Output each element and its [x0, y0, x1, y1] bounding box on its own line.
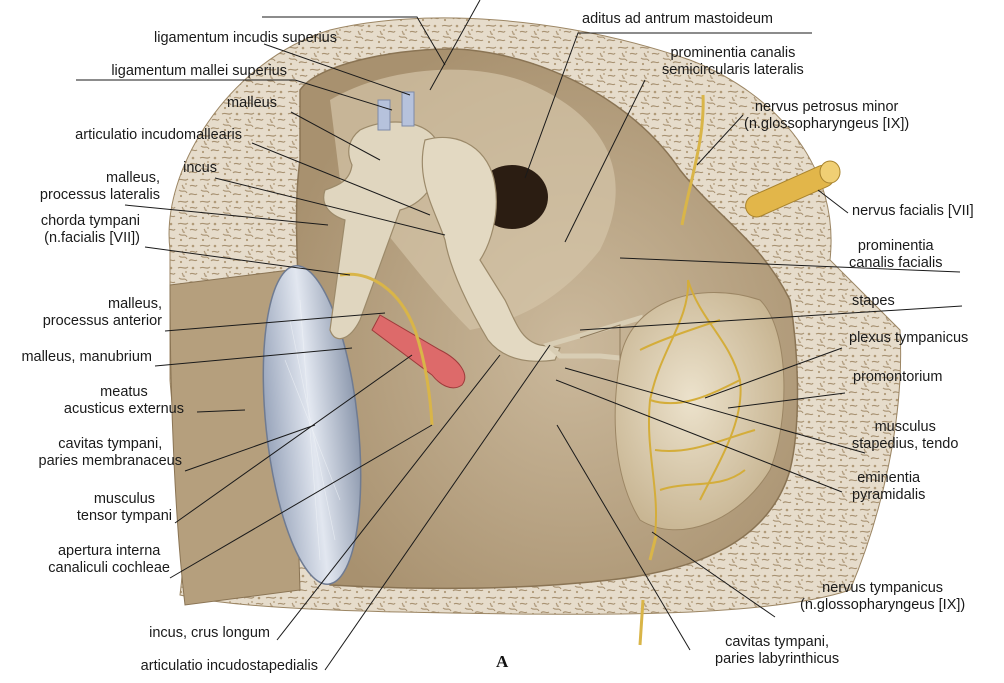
- label-line: paries labyrinthicus: [715, 651, 840, 667]
- label-line: malleus: [227, 95, 277, 111]
- label-prom-facialis: prominentia canalis facialis: [849, 238, 943, 272]
- plate-letter: A: [496, 652, 509, 671]
- label-line: malleus,: [108, 296, 162, 312]
- label-line: eminentia: [857, 470, 921, 486]
- label-line: (n.glossopharyngeus [IX]): [744, 116, 910, 132]
- chorda-tympani: [339, 272, 434, 426]
- label-line: promontorium: [853, 369, 943, 385]
- label-line: plexus tympanicus: [849, 330, 969, 346]
- label-line: pyramidalis: [852, 487, 926, 503]
- label-line: incus, crus longum: [149, 625, 270, 641]
- label-aditus: aditus ad antrum mastoideum: [582, 11, 773, 28]
- tensor-tympani: [371, 314, 466, 389]
- label-line: paries membranaceus: [38, 453, 182, 469]
- label-line: acusticus externus: [63, 401, 184, 417]
- label-artic-incudostap: articulatio incudostapedialis: [141, 658, 318, 675]
- label-stapes: stapes: [852, 293, 895, 310]
- label-eminentia: eminentia pyramidalis: [852, 470, 925, 504]
- leader-lines: [76, 0, 963, 671]
- label-line: cavitas tympani,: [725, 634, 830, 650]
- label-line: stapedius, tendo: [852, 436, 959, 452]
- label-cavitas-lab: cavitas tympani, paries labyrinthicus: [715, 634, 839, 668]
- label-artic-incudomall: articulatio incudomallearis: [75, 127, 242, 144]
- label-line: nervus petrosus minor: [754, 99, 899, 115]
- plexus-tympanicus-lines: [639, 279, 756, 536]
- label-line: articulatio incudostapedialis: [140, 658, 318, 674]
- label-lig-mallei-sup: ligamentum mallei superius: [111, 63, 287, 80]
- label-n-facialis: nervus facialis [VII]: [852, 203, 974, 220]
- label-line: chorda tympani: [40, 213, 140, 229]
- label-meatus: meatus acusticus externus: [64, 384, 184, 418]
- label-line: prominentia canalis: [670, 45, 796, 61]
- label-promontorium: promontorium: [853, 369, 942, 386]
- label-line: meatus: [100, 384, 148, 400]
- label-malleus-manubrium: malleus, manubrium: [21, 349, 152, 366]
- label-line: malleus,: [106, 170, 160, 186]
- label-line: (n.glossopharyngeus [IX]): [800, 597, 966, 613]
- label-line: prominentia: [857, 238, 934, 254]
- label-line: cavitas tympani,: [58, 436, 163, 452]
- label-line: ligamentum incudis superius: [154, 30, 337, 46]
- label-line: incus: [183, 160, 217, 176]
- label-line: (n.facialis [VII]): [44, 230, 140, 246]
- label-chorda-tympani: chorda tympani (n.facialis [VII]): [41, 213, 140, 247]
- label-line: tensor tympani: [76, 508, 172, 524]
- label-line: canalis facialis: [849, 255, 943, 271]
- label-apertura: apertura interna canaliculi cochleae: [48, 543, 170, 577]
- label-cavitas-memb: cavitas tympani, paries membranaceus: [39, 436, 182, 470]
- ligament-incudis: [401, 91, 415, 127]
- label-malleus: malleus: [227, 95, 277, 112]
- label-n-petrosus: nervus petrosus minor (n.glossopharyngeu…: [744, 99, 909, 133]
- label-malleus-proc-ant: malleus, processus anterior: [43, 296, 162, 330]
- label-line: processus lateralis: [39, 187, 160, 203]
- label-line: semicircularis lateralis: [662, 62, 804, 78]
- label-line: musculus: [874, 419, 936, 435]
- label-m-stapedius: musculus stapedius, tendo: [852, 419, 958, 453]
- ligament-mallei: [377, 99, 391, 131]
- label-line: processus anterior: [42, 313, 162, 329]
- label-tensor-tympani: musculus tensor tympani: [77, 491, 172, 525]
- tympanic-membrane: [262, 265, 362, 585]
- n-facialis: [745, 160, 841, 218]
- label-plexus: plexus tympanicus: [849, 330, 968, 347]
- n-petrosus-minor: [680, 94, 705, 226]
- label-prom-semicirc: prominentia canalis semicircularis later…: [662, 45, 804, 79]
- label-line: canaliculi cochleae: [48, 560, 170, 576]
- label-incus: incus: [183, 160, 217, 177]
- label-malleus-proc-lat: malleus, processus lateralis: [40, 170, 160, 204]
- label-line: ligamentum mallei superius: [111, 63, 287, 79]
- label-incus-crus: incus, crus longum: [149, 625, 270, 642]
- label-line: musculus: [93, 491, 156, 507]
- n-tympanicus: [638, 535, 658, 646]
- label-line: stapes: [852, 293, 895, 309]
- label-lig-incudis-sup: ligamentum incudis superius: [154, 30, 337, 47]
- promontorium-bulge: [614, 292, 785, 531]
- incus: [421, 136, 561, 362]
- label-line: aditus ad antrum mastoideum: [582, 11, 774, 27]
- label-line: malleus, manubrium: [21, 349, 152, 365]
- label-line: nervus tympanicus: [822, 580, 944, 596]
- label-line: articulatio incudomallearis: [75, 127, 242, 143]
- label-line: apertura interna: [57, 543, 161, 559]
- label-n-tympanicus: nervus tympanicus (n.glossopharyngeus [I…: [800, 580, 965, 614]
- label-line: nervus facialis [VII]: [852, 203, 974, 219]
